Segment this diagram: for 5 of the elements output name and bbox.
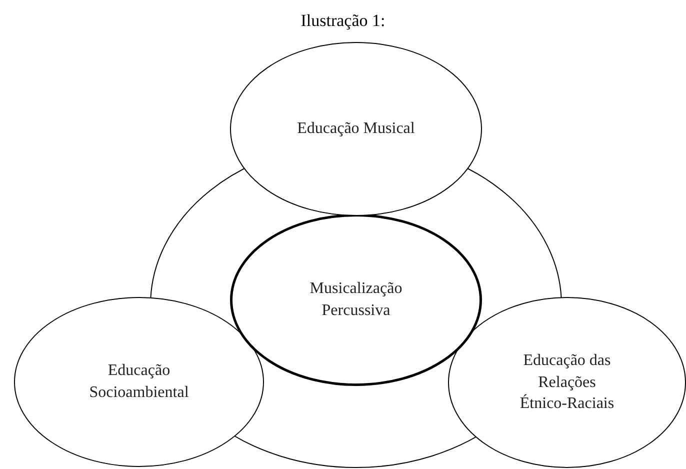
node-label: Educação Socioambiental bbox=[88, 361, 190, 403]
diagram-title: Ilustração 1: bbox=[300, 10, 386, 32]
node-label: Musicalização Percussiva bbox=[308, 279, 404, 321]
node-label: Educação Musical bbox=[297, 119, 415, 140]
node-label: Educação das Relações Étnico-Raciais bbox=[518, 351, 616, 414]
